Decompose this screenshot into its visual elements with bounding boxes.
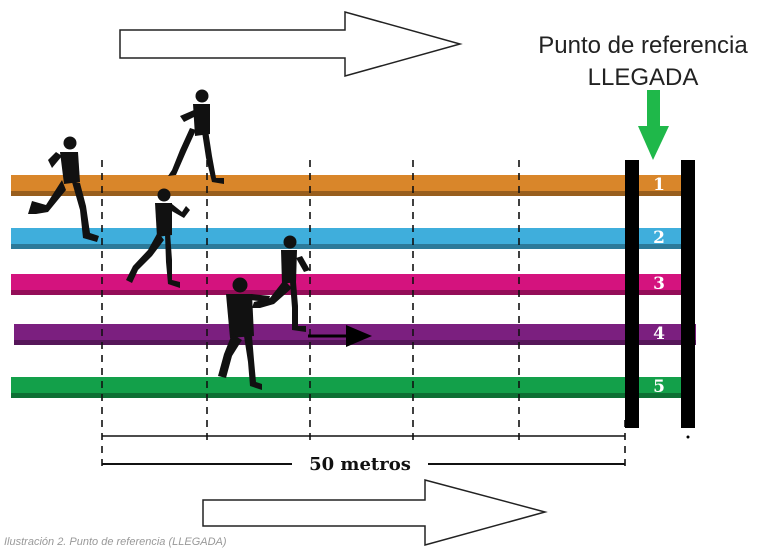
- lane-1: 1: [11, 175, 694, 196]
- reference-point-label: Punto de referencia LLEGADA: [520, 30, 766, 94]
- lane-number-label: 2: [653, 228, 665, 248]
- lane-3: 3: [11, 274, 694, 295]
- reference-arrow-icon: [638, 90, 669, 160]
- lane-number-label: 4: [653, 324, 665, 344]
- lane-surface: [11, 274, 694, 290]
- runner-5-icon: [218, 277, 270, 390]
- lane-edge: [11, 191, 694, 196]
- reference-title: Punto de referencia: [538, 32, 748, 59]
- runner-direction-arrow-icon: [308, 325, 372, 347]
- runner-1-icon: [28, 136, 99, 242]
- lane-edge: [11, 393, 694, 398]
- distance-markers: [101, 160, 626, 472]
- lane-2: 2: [11, 228, 694, 249]
- direction-arrow-bottom: [202, 479, 548, 546]
- lane-surface: [11, 175, 694, 191]
- lane-surface: [11, 377, 694, 393]
- finish-dot: [686, 435, 690, 439]
- figure-caption: Ilustración 2. Punto de referencia (LLEG…: [4, 536, 227, 548]
- lane-edge: [11, 244, 694, 249]
- lane-5: 5: [11, 377, 694, 398]
- lanes: 1 2 3 4 5: [11, 175, 696, 398]
- finish-post-left: [625, 160, 639, 428]
- lane-number-label: 5: [653, 377, 665, 397]
- runner-3-icon: [126, 188, 190, 288]
- distance-label: 50 metros: [309, 454, 411, 475]
- lane-number-label: 3: [653, 274, 665, 294]
- finish-post-right: [681, 160, 695, 428]
- direction-arrow-top: [119, 11, 463, 77]
- lane-surface: [11, 228, 694, 244]
- lane-edge: [11, 290, 694, 295]
- reference-subtitle: LLEGADA: [587, 64, 699, 91]
- lane-number-label: 1: [653, 175, 665, 195]
- runner-2-icon: [168, 89, 224, 184]
